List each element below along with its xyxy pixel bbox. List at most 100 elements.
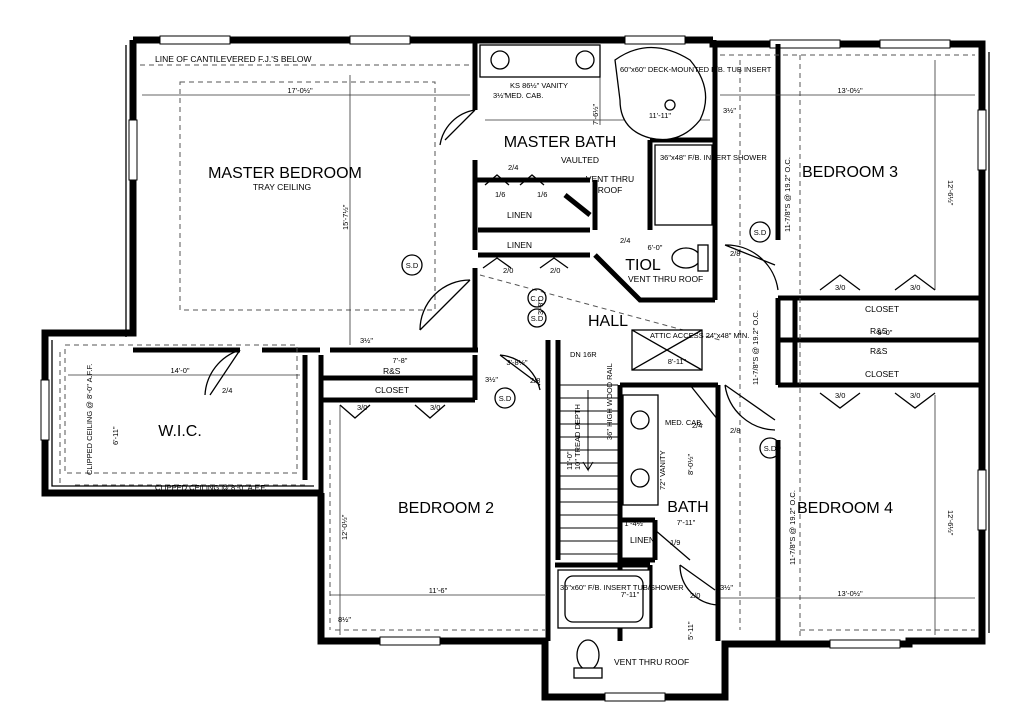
dim-bath-width: 7'-11" xyxy=(677,518,696,527)
smoke-detector xyxy=(527,308,547,328)
stair-direction-arrow xyxy=(582,390,594,472)
room-hall: HALL xyxy=(588,313,628,330)
note-rs-b3: R&S xyxy=(870,326,888,336)
smoke-detector xyxy=(494,387,516,409)
note-tub-master: 60"x60" DECK-MOUNTED F/B. TUB INSERT xyxy=(620,65,772,74)
note-tub-bath: 36"x60" F/B. INSERT TUB/SHOWER xyxy=(560,583,684,592)
room-bath: BATH xyxy=(667,499,708,516)
smoke-detector-label: S.D xyxy=(764,444,777,453)
door-tag: 2/8 xyxy=(730,426,740,435)
dim-mbath-width: 11'-11" xyxy=(649,111,672,120)
dim-attic-width: 8'-11" xyxy=(668,357,687,366)
dim-mb-width: 17'-0½" xyxy=(287,86,313,95)
note-med-cab: MED. CAB. xyxy=(505,91,543,100)
dim-tag: 3½" xyxy=(360,336,373,345)
door-tag: 2/4 xyxy=(508,163,518,172)
note-closet-b2: CLOSET xyxy=(375,385,409,395)
co-detector xyxy=(527,288,547,308)
door-tag: 2/0 xyxy=(690,591,700,600)
note-tray-ceiling: TRAY CEILING xyxy=(253,182,311,192)
dim-tag: 3½" xyxy=(485,375,498,384)
dim-b3-closet: 9'-0" xyxy=(878,328,893,337)
dim-b3-height: 12'-6½" xyxy=(946,180,955,206)
door-tag: 3/0 xyxy=(835,391,845,400)
dim-b2-height: 12'-0½" xyxy=(340,514,349,540)
dim-tag: 8½" xyxy=(338,615,351,624)
note-vent-thru: VENT THRU xyxy=(586,174,634,184)
note-rs-b2: R&S xyxy=(383,366,401,376)
dim-tag: 3½" xyxy=(493,91,506,100)
note-clipped-ceiling: CLIPPED CEILING @ 8'-0" A.F.F. xyxy=(155,483,266,492)
smoke-detector-label: S.D xyxy=(754,228,767,237)
interior-walls xyxy=(133,40,982,641)
note-vaulted: VAULTED xyxy=(561,155,599,165)
dimensions: 17'-0½" 15'-7½" 13'-0½" 12'-6½" 13'-0½" … xyxy=(111,86,955,640)
room-bedroom-2: BEDROOM 2 xyxy=(398,500,494,517)
note-shower-master: 36"x48" F/B. INSERT SHOWER xyxy=(660,153,767,162)
note-joists-b3: 11-7/8"S @ 19.2" O.C. xyxy=(783,157,792,232)
door-tag: 3/0 xyxy=(430,403,440,412)
note-cantilever: LINE OF CANTILEVERED F.J.'S BELOW xyxy=(155,54,312,64)
note-handrail: 36" HIGH WOOD RAIL xyxy=(605,363,614,440)
smoke-detector xyxy=(759,437,781,459)
note-med-cab-bath: MED. CAB. xyxy=(665,418,703,427)
room-bedroom-3: BEDROOM 3 xyxy=(802,164,898,181)
dim-b3-width: 13'-0½" xyxy=(837,86,863,95)
dim-tag: 3½" xyxy=(720,583,733,592)
dim-b2-closet: 7'-8" xyxy=(393,356,408,365)
smoke-detector-label: S.D xyxy=(406,261,419,270)
note-attic-access: ATTIC ACCESS 24"x48" MIN. xyxy=(650,331,749,340)
door-tags: 2/4 2/4 2/4 2/4 2/8 2/8 2/8 2/0 2/0 2/0 … xyxy=(222,91,920,624)
notes: LINE OF CANTILEVERED F.J.'S BELOW TRAY C… xyxy=(85,54,899,667)
doors xyxy=(204,109,779,606)
fixtures xyxy=(479,44,713,679)
dim-b4-width: 13'-0½" xyxy=(837,589,863,598)
room-labels: MASTER BEDROOM MASTER BATH BEDROOM 3 BED… xyxy=(158,134,898,517)
dim-hall-width: 3'-8½" xyxy=(506,358,528,367)
dimension-lines xyxy=(68,55,975,635)
note-roof: ROOF xyxy=(598,185,623,195)
door-tag: 3/0 xyxy=(835,283,845,292)
door-tag: 1/6 xyxy=(495,190,505,199)
note-stair-dn: DN 16R xyxy=(570,350,597,359)
note-vanity-master: KS 86½" VANITY xyxy=(510,81,568,90)
dim-linen-width: 1'-4½" xyxy=(624,519,646,528)
door-tag: 3/0 xyxy=(910,283,920,292)
dim-stair-height: 11'-0" xyxy=(565,451,574,470)
smoke-detector xyxy=(749,221,771,243)
dim-tag: 3½" xyxy=(723,106,736,115)
note-linen-2: LINEN xyxy=(507,240,532,250)
door-tag: 3/0 xyxy=(910,391,920,400)
note-linen-bath: LINEN xyxy=(630,535,655,545)
door-tag: 2/4 xyxy=(692,421,702,430)
door-tag: 2/0 xyxy=(503,266,513,275)
note-rs-b4: R&S xyxy=(870,346,888,356)
room-bedroom-4: BEDROOM 4 xyxy=(797,500,893,517)
dim-bath2-width: 7'-11" xyxy=(621,590,640,599)
note-joists-b4: 11-7/8"S @ 19.2" O.C. xyxy=(788,490,797,565)
room-master-bath: MASTER BATH xyxy=(504,134,617,151)
dim-mbath-height: 7'-6½" xyxy=(591,103,600,125)
note-vent-bath: VENT THRU ROOF xyxy=(614,657,689,667)
note-vanity-bath: 72" VANITY xyxy=(658,450,667,490)
door-tag: 2/4 xyxy=(620,236,630,245)
door-tag: 2/0 xyxy=(550,266,560,275)
door-tag: 2/4 xyxy=(222,386,232,395)
door-tag: 1/9 xyxy=(670,538,680,547)
dim-bath-height: 8'-0½" xyxy=(686,453,695,475)
door-tag: 3/0 xyxy=(357,403,367,412)
co-detector-label: C.O xyxy=(530,294,544,303)
door-tag: 2/8 xyxy=(730,249,740,258)
door-tag: 1/6 xyxy=(537,190,547,199)
smoke-detector-label: S.D xyxy=(499,394,512,403)
dim-mb-height: 15'-7½" xyxy=(341,204,350,230)
dim-tiol-width: 6'-0" xyxy=(648,243,663,252)
note-joists-hall: 11-7/8"S @ 19.2" O.C. xyxy=(751,310,760,385)
note-closet-b4: CLOSET xyxy=(865,369,899,379)
room-master-bedroom: MASTER BEDROOM xyxy=(208,165,362,182)
dim-b2-width: 11'-6" xyxy=(429,586,448,595)
note-stair-tread: 10" TREAD DEPTH xyxy=(573,404,582,470)
note-linen-1: LINEN xyxy=(507,210,532,220)
room-wic: W.I.C. xyxy=(158,423,202,440)
room-tiol: TIOL xyxy=(625,257,661,274)
